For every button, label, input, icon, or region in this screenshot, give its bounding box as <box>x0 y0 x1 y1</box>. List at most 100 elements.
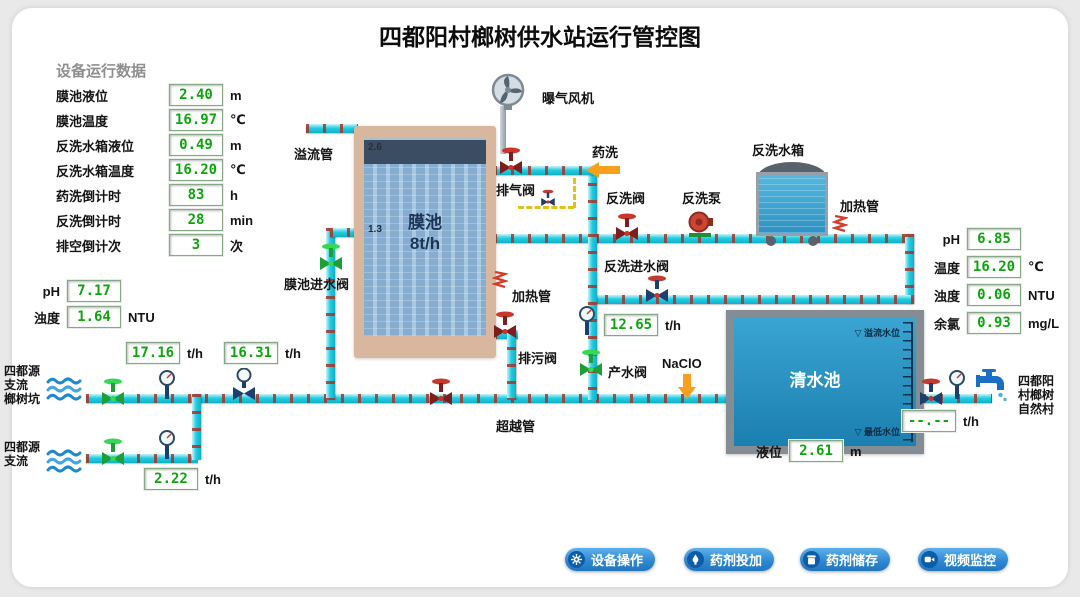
value-box: 16.20 <box>169 159 223 181</box>
membrane-inlet-valve-icon[interactable] <box>318 242 344 277</box>
heater-icon <box>830 214 850 239</box>
row-label: 浊度 <box>933 288 960 304</box>
row-unit: m <box>850 443 862 459</box>
tank-scale-top: 2.6 <box>368 142 382 153</box>
row-label: 温度 <box>933 260 960 276</box>
row-label: 液位 <box>756 444 783 460</box>
row-unit: h <box>230 187 238 203</box>
device-operation-button[interactable]: 设备操作 <box>565 548 656 571</box>
backwash-pump-icon[interactable] <box>686 210 714 243</box>
row-label: 反洗水箱温度 <box>56 163 135 179</box>
chem-dosing-line <box>573 178 576 208</box>
row-unit: t/h <box>205 471 221 487</box>
outlet-valve-icon[interactable] <box>918 377 944 412</box>
source2-riser-pipe <box>192 394 201 460</box>
flow-meter-icon[interactable] <box>156 430 178 465</box>
membrane-tank-name: 膜池 <box>408 213 442 232</box>
flow-product: 12.65 t/h <box>604 314 681 336</box>
device-data-row: 膜池液位 2.40 m <box>56 84 242 106</box>
product-flow-meter-icon[interactable] <box>576 306 598 341</box>
chemical-storage-button[interactable]: 药剂储存 <box>800 548 891 571</box>
device-data-row: 反洗水箱温度 16.20 ℃ <box>56 159 246 181</box>
outlet-flow-meter-icon[interactable] <box>946 370 968 405</box>
motorized-valve-icon[interactable] <box>232 367 256 407</box>
outlet-quality-row: pH 6.85 <box>918 228 1028 250</box>
bypass-pipe-label: 超越管 <box>496 419 536 434</box>
exhaust-valve-icon[interactable] <box>498 146 524 181</box>
row-unit: ℃ <box>230 112 246 127</box>
value-box: 1.64 <box>67 306 121 328</box>
backwash-tank <box>756 162 828 246</box>
chem-wash-arrow <box>586 162 620 178</box>
value-box: 0.49 <box>169 134 223 156</box>
button-label: 药剂储存 <box>826 553 879 568</box>
value-box: 16.31 <box>224 342 278 364</box>
gear-icon <box>568 551 585 568</box>
drain-valve-icon[interactable] <box>492 310 518 345</box>
source1-valve-icon[interactable] <box>100 377 126 412</box>
device-data-row: 反洗水箱液位 0.49 m <box>56 134 242 156</box>
product-valve-icon[interactable] <box>578 348 604 383</box>
value-box: 16.20 <box>967 256 1021 278</box>
row-unit: NTU <box>1028 287 1055 303</box>
heater-label: 加热管 <box>840 199 880 214</box>
backwash-inlet-valve-label: 反洗进水阀 <box>604 259 670 274</box>
chem-valve-icon[interactable] <box>540 188 556 213</box>
source-label-1: 四都源 支流 榔树坑 <box>4 364 41 406</box>
inlet-quality-row: pH 7.17 <box>26 280 128 302</box>
device-data-row: 排空倒计次 3 次 <box>56 234 243 256</box>
backwash-return-pipe <box>588 295 914 304</box>
flow-line1: 17.16 t/h <box>126 342 203 364</box>
video-monitor-button[interactable]: 视频监控 <box>918 548 1009 571</box>
backwash-pump-label: 反洗泵 <box>682 191 722 206</box>
outlet-quality-row: 温度 16.20 ℃ <box>918 256 1044 278</box>
device-data-row: 药洗倒计时 83 h <box>56 184 238 206</box>
bypass-valve-icon[interactable] <box>428 377 454 412</box>
value-box: 2.22 <box>144 468 198 490</box>
button-label: 药剂投加 <box>710 553 763 568</box>
backwash-inlet-valve-icon[interactable] <box>644 274 670 309</box>
button-label: 视频监控 <box>944 553 997 568</box>
page-title: 四都阳村榔树供水站运行管控图 <box>379 24 701 50</box>
row-label: pH <box>942 231 960 247</box>
destination-label: 四都阳 村榔树 自然村 <box>1018 374 1055 416</box>
row-label: 余氯 <box>933 316 960 332</box>
row-label: pH <box>42 283 60 299</box>
value-box: 16.97 <box>169 109 223 131</box>
water-waves-icon <box>46 444 82 481</box>
exhaust-pipe <box>494 166 594 175</box>
row-label: 反洗水箱液位 <box>56 138 135 154</box>
row-label: 膜池液位 <box>56 88 109 104</box>
flow-meter-icon[interactable] <box>156 370 178 405</box>
backwash-tank-label: 反洗水箱 <box>752 143 805 158</box>
chemical-dosing-button[interactable]: 药剂投加 <box>684 548 775 571</box>
backwash-valve-icon[interactable] <box>614 212 640 247</box>
outlet-pipe <box>906 394 992 403</box>
row-unit: m <box>230 137 242 153</box>
water-waves-icon <box>46 372 82 409</box>
blower-air-pipe <box>500 106 506 154</box>
flow-outlet: --.-- t/h <box>902 410 979 432</box>
inlet-quality-row: 浊度 1.64 NTU <box>26 306 155 328</box>
row-unit: t/h <box>285 345 301 361</box>
source2-pipe <box>86 454 198 463</box>
overflow-level-mark: ▽ 溢流水位 <box>854 328 900 338</box>
backwash-tank-water <box>756 172 828 236</box>
value-box: 2.61 <box>789 440 844 462</box>
backwash-pipe <box>494 234 914 243</box>
storage-icon <box>803 551 820 568</box>
button-label: 设备操作 <box>591 553 644 568</box>
product-valve-label: 产水阀 <box>608 365 648 380</box>
product-riser-pipe <box>588 166 597 400</box>
min-level-mark: ▽ 最低水位 <box>854 427 900 437</box>
membrane-inlet-riser-pipe <box>326 228 335 400</box>
heater-label: 加热管 <box>512 289 552 304</box>
aeration-blower-icon[interactable] <box>488 72 528 117</box>
row-unit: t/h <box>963 413 979 429</box>
row-label: 反洗倒计时 <box>56 213 122 229</box>
value-box: 83 <box>169 184 223 206</box>
membrane-tank-headspace <box>364 138 486 166</box>
outlet-quality-row: 余氯 0.93 mg/L <box>918 312 1059 334</box>
source2-valve-icon[interactable] <box>100 437 126 472</box>
